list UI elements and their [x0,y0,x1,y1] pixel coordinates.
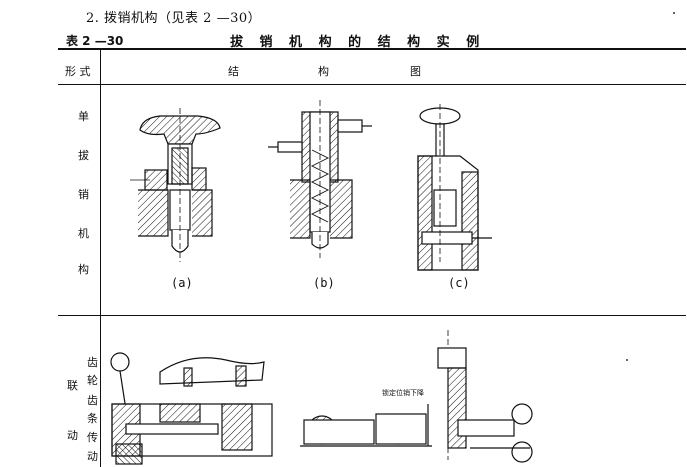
row1-label-char: 机 [78,227,89,240]
speck [626,359,628,361]
row1-label-char: 构 [78,263,89,276]
row2-label-char: 动 [67,429,78,442]
figure-caption-c: (c) [448,276,470,290]
drawing-a [130,108,221,262]
row1-label-char: 拔 [78,149,89,162]
speck [673,12,675,14]
figure-caption-a: (a) [171,276,193,290]
row2-label-char: 联 [67,379,78,392]
drawing-linkage [110,330,533,465]
figure-caption-b: (b) [313,276,335,290]
row2-sublabel-char: 齿 [87,394,98,407]
table-row-divider [58,315,686,316]
section-heading: 2. 拨销机构（见表 2 —30） [86,11,262,26]
row2-sublabel-char: 传 [87,431,98,444]
table-top-rule [58,48,686,50]
row2-sublabel-char: 轮 [87,374,98,387]
table-number: 表 2 —30 [66,34,124,48]
table-title: 拔 销 机 构 的 结 构 实 例 [230,35,486,50]
row2-sublabel-char: 条 [87,412,98,425]
drawing-annotation: 锁定位销下降 [382,389,424,397]
drawing-b [268,100,372,258]
table-header-rule [58,84,686,85]
table-column-divider [100,49,101,467]
row2-sublabel-char: 齿 [87,356,98,369]
row2-sublabel-char: 动 [87,450,98,463]
row1-label-char: 销 [78,188,89,201]
column-header-structure-3: 图 [410,65,421,78]
column-header-structure-1: 结 [228,65,239,78]
column-header-structure-2: 构 [318,65,329,78]
row1-label-char: 单 [78,110,89,123]
drawing-c [417,104,492,271]
column-header-form: 形 式 [65,65,91,78]
